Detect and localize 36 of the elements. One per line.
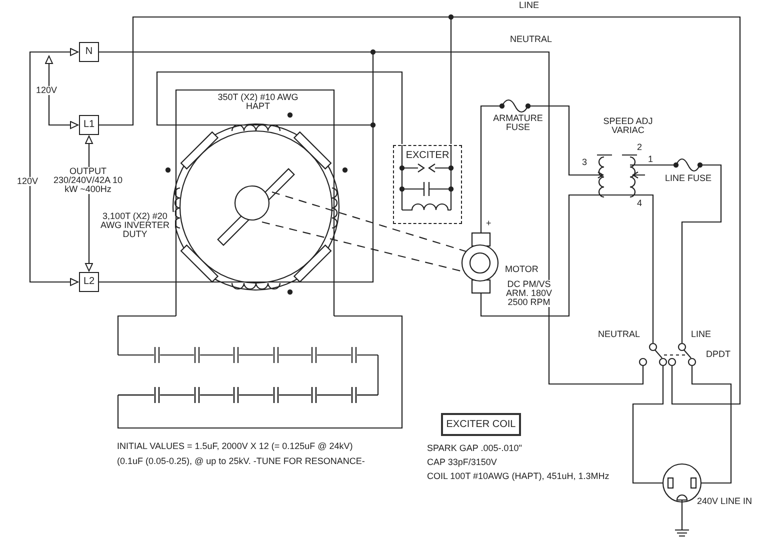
exciter-enclosure: [393, 145, 462, 224]
node-text: L1: [82, 120, 96, 130]
schematic-label: 4: [637, 199, 642, 208]
schematic-label: (0.1uF (0.05-0.25), @ up to 25kV. -TUNE FOR RESONANCE-: [117, 457, 365, 466]
node-text: L2: [82, 277, 96, 287]
wire: [29, 48, 78, 286]
schematic-label: MOTOR: [505, 265, 538, 274]
wire: [45, 56, 78, 129]
schematic-label: LINE FUSE: [665, 174, 712, 183]
edge-label: 120V: [17, 177, 38, 186]
schematic-label: NEUTRAL: [598, 330, 640, 339]
schematic-label: LINE: [691, 330, 712, 339]
schematic-label: +: [486, 219, 492, 228]
terminal-box: [79, 272, 99, 292]
schematic-label: 3: [582, 158, 588, 167]
schematic-label: DC PM/VS ARM. 180V 2500 RPM: [503, 280, 555, 307]
schematic-label: LINE: [519, 1, 540, 10]
wire: [99, 16, 452, 144]
note-box: [441, 413, 521, 436]
schematic-label: INITIAL VALUES = 1.5uF, 2000V X 12 (= 0.125uF @ 24kV): [117, 442, 353, 451]
node-text: EXCITER: [404, 151, 450, 161]
node-text: EXCITER COIL: [445, 420, 517, 430]
schematic-label: NEUTRAL: [510, 35, 552, 44]
schematic-label: 2: [637, 143, 642, 152]
terminal-box: [79, 42, 99, 62]
node-text: N: [84, 47, 94, 57]
schematic-label: CAP 33pF/3150V: [427, 458, 497, 467]
terminal-box: [79, 115, 99, 135]
schematic-label: COIL 100T #10AWG (HAPT), 451uH, 1.3MHz: [427, 472, 610, 481]
wire: [99, 71, 403, 283]
schematic-label: SPARK GAP .005-.010": [427, 444, 522, 453]
edge-label: 120V: [36, 86, 58, 95]
wire: [99, 51, 648, 385]
schematic-label: 1: [648, 155, 654, 164]
schematic-label: 240V LINE IN: [697, 497, 752, 506]
schematic-label: DPDT: [706, 350, 730, 359]
